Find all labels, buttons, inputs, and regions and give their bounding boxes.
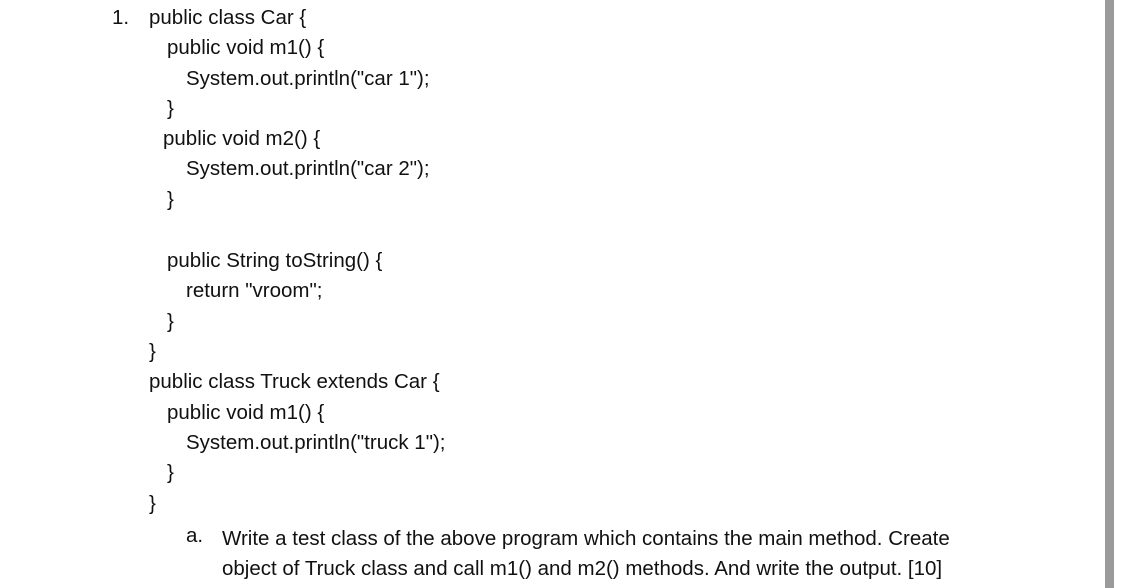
right-margin xyxy=(1114,0,1125,588)
question-label: a. xyxy=(186,524,204,547)
code-line: public class Truck extends Car { xyxy=(149,370,440,393)
code-line: public void m1() { xyxy=(167,36,325,59)
code-line: public void m2() { xyxy=(163,127,321,150)
question-line: Write a test class of the above program … xyxy=(222,527,950,550)
code-line: } xyxy=(167,97,174,120)
code-line: } xyxy=(167,188,174,211)
question-line: object of Truck class and call m1() and … xyxy=(222,557,943,580)
code-line: } xyxy=(167,310,174,333)
code-line: } xyxy=(149,492,156,515)
code-line: public class Car { xyxy=(149,6,307,29)
code-line: System.out.println("truck 1"); xyxy=(186,431,446,454)
item-number: 1. xyxy=(112,6,130,29)
code-line: public String toString() { xyxy=(167,249,383,272)
code-line: System.out.println("car 2"); xyxy=(186,157,430,180)
code-line: } xyxy=(149,340,156,363)
vertical-scrollbar[interactable] xyxy=(1105,0,1114,588)
code-line: public void m1() { xyxy=(167,401,325,424)
code-line: return "vroom"; xyxy=(186,279,323,302)
question-text: Write a test class of the above program … xyxy=(222,524,1042,584)
code-line: System.out.println("car 1"); xyxy=(186,67,430,90)
code-line: } xyxy=(167,461,174,484)
